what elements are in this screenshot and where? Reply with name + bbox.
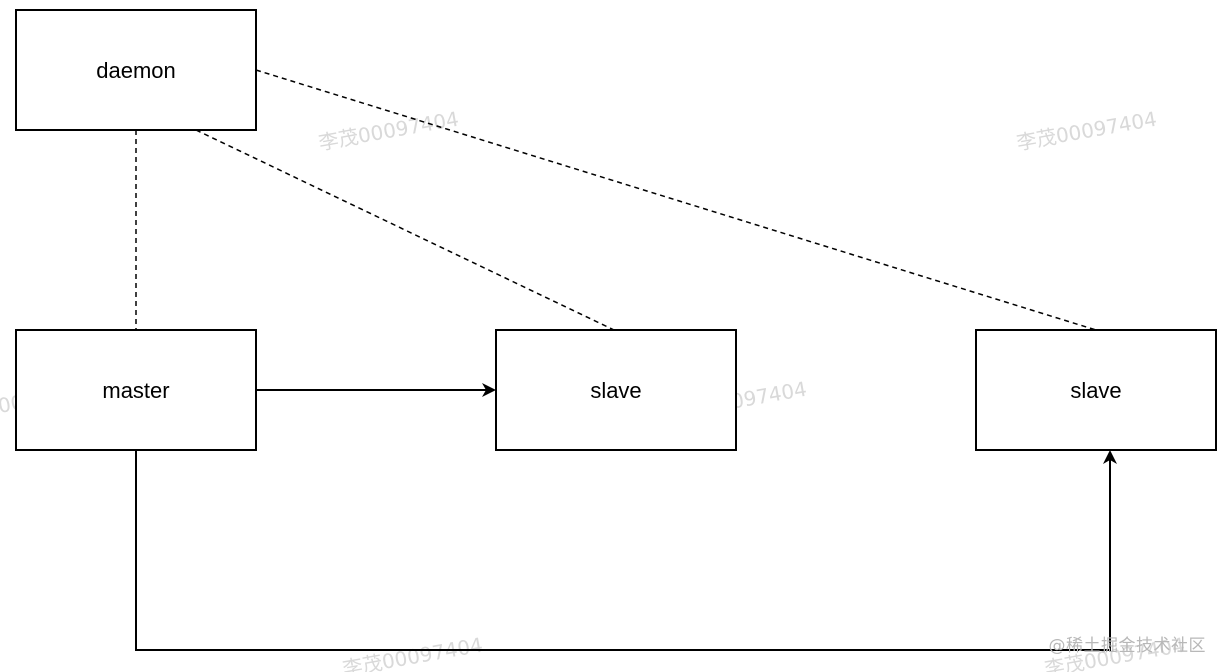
daemon-box — [15, 9, 257, 131]
slave-middle-box — [495, 329, 737, 451]
master-node[interactable]: master — [15, 329, 257, 451]
slave-node-right[interactable]: slave — [975, 329, 1217, 451]
master-to-slave-right-arrow — [135, 450, 1117, 651]
daemon-to-slave-right-edge — [255, 69, 1097, 331]
slave-middle-label: slave — [590, 378, 641, 403]
daemon-to-slave-middle-edge — [195, 129, 615, 331]
slave-right-box — [975, 329, 1217, 451]
watermark-2: 李茂00097404 — [1015, 107, 1159, 155]
site-credit-watermark: @稀土掘金技术社区 — [1048, 636, 1206, 656]
daemon-label: daemon — [96, 58, 176, 83]
master-box — [15, 329, 257, 451]
slave-right-label: slave — [1070, 378, 1121, 403]
watermark-1: 李茂00097404 — [317, 107, 461, 155]
master-label: master — [102, 378, 169, 403]
daemon-node[interactable]: daemon — [15, 9, 257, 131]
slave-node-middle[interactable]: slave — [495, 329, 737, 451]
watermark-5: 李茂00097404 — [341, 633, 485, 672]
